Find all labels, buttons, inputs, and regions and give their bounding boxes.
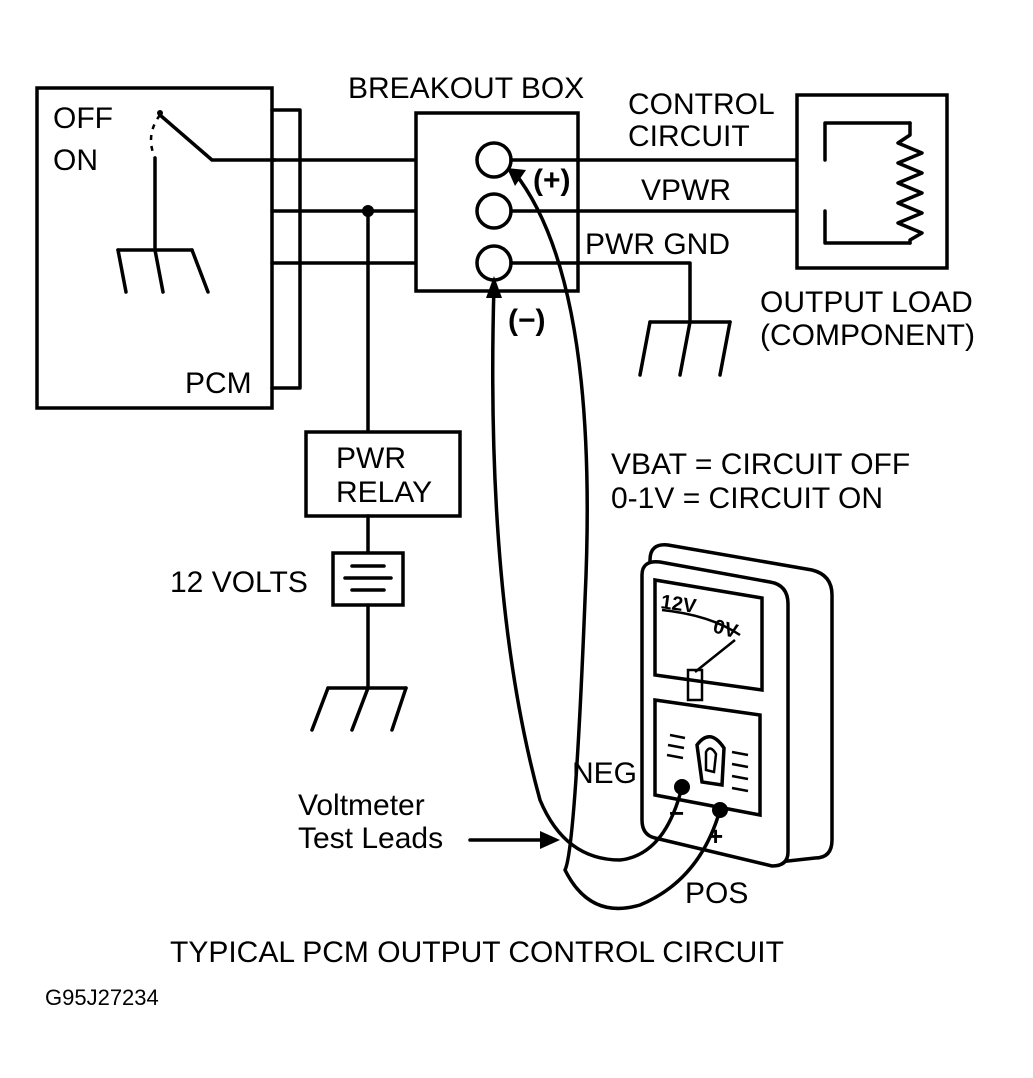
pwr-gnd-ground-icon: [638, 320, 732, 377]
pwr-relay-box: [304, 430, 462, 518]
selector-knob-slot: [704, 747, 718, 774]
test-leads-pointer-arrowhead: [540, 831, 560, 849]
meter-needle: [694, 639, 736, 673]
battery-ground-icon: [310, 686, 408, 732]
vbat-note: VBAT = CIRCUIT OFF: [611, 448, 910, 481]
selector-knob[interactable]: [695, 735, 726, 788]
pcm-label: PCM: [185, 367, 252, 400]
off-label: OFF: [53, 102, 113, 135]
pwr-relay-label-1: PWR: [336, 442, 406, 475]
meter-plus-label: +: [708, 821, 723, 851]
plus-label: (+): [533, 164, 571, 197]
meter-scale-arc: [661, 608, 741, 637]
twelve-volts-label: 12 VOLTS: [170, 566, 308, 599]
diagram-caption: TYPICAL PCM OUTPUT CONTROL CIRCUIT: [170, 936, 784, 969]
pwr-gnd-label: PWR GND: [585, 228, 730, 261]
neg-test-lead: [490, 283, 684, 862]
pos-test-lead: [512, 170, 722, 911]
pcm-bus-rail: [270, 108, 302, 390]
breakout-box-label: BREAKOUT BOX: [348, 72, 584, 105]
test-leads-label-2: Test Leads: [298, 822, 443, 855]
breakout-terminal-gnd: [475, 244, 513, 282]
test-leads-label-1: Voltmeter: [298, 789, 425, 822]
resistor-icon: [896, 121, 924, 245]
pcm-ground-icon: [116, 248, 210, 294]
meter-12v-label: 12V: [659, 591, 698, 618]
pwr-relay-label-2: RELAY: [336, 476, 432, 509]
pcm-switch-arm: [158, 113, 277, 162]
pcm-switch-dashed: [149, 114, 162, 159]
control-circuit-label-2: CIRCUIT: [628, 120, 750, 153]
voltmeter: 12V 0V − +: [640, 543, 834, 868]
pwr-relay: PWR RELAY: [304, 430, 462, 518]
breakout-terminal-vpwr: [475, 192, 513, 230]
selector-ticks-right: [731, 750, 749, 793]
battery-icon: [331, 551, 405, 607]
breakout-box: BREAKOUT BOX (+) (−): [348, 72, 584, 337]
figure-code: G95J27234: [45, 985, 159, 1010]
control-circuit-label-1: CONTROL: [628, 88, 775, 121]
neg-label: NEG: [572, 757, 637, 790]
selector-ticks-left: [666, 733, 686, 760]
output-load-label-1: OUTPUT LOAD: [760, 286, 973, 319]
meter-pivot: [686, 668, 704, 702]
minus-label: (−): [508, 304, 546, 337]
pwr-gnd-wire: [509, 261, 692, 322]
output-load: OUTPUT LOAD (COMPONENT): [760, 93, 975, 352]
neg-lead-arrowhead: [486, 276, 502, 298]
meter-minus-label: −: [669, 798, 684, 828]
on-note: 0-1V = CIRCUIT ON: [611, 482, 883, 515]
meter-window: [653, 577, 764, 693]
pos-lead-arrowhead: [507, 168, 526, 186]
on-label: ON: [53, 144, 98, 177]
breakout-terminal-control: [475, 141, 513, 179]
vpwr-label: VPWR: [641, 174, 731, 207]
pcm-switch-pivot: [157, 110, 163, 116]
output-load-label-2: (COMPONENT): [760, 319, 975, 352]
pos-label: POS: [685, 877, 748, 910]
pcm-module: OFF ON PCM: [35, 86, 302, 410]
